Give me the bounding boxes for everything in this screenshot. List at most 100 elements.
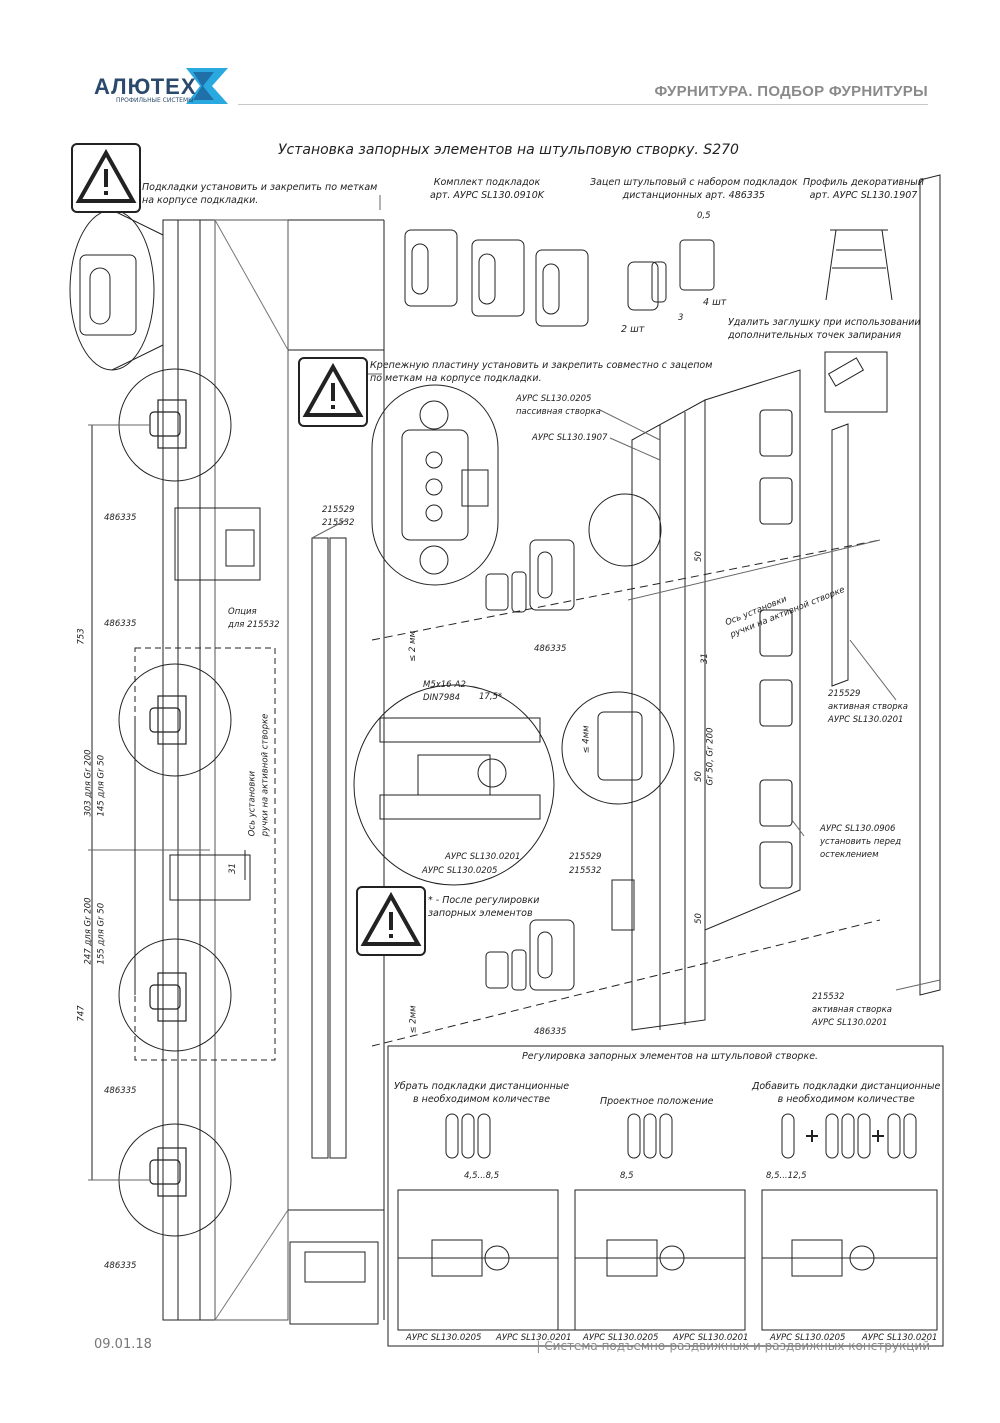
remove-shims-label: Убрать подкладки дистанционные в необход… <box>394 1080 569 1106</box>
hook-label: Зацеп штульповый с набором подкладок дис… <box>590 176 798 202</box>
dim-label: 0,5 <box>697 211 711 221</box>
part-label: АУPC SL130.0205 <box>770 1333 846 1343</box>
decor-profile-label: Профиль декоративный арт. АУPC SL130.190… <box>803 176 924 202</box>
dim-label: 8,5 <box>620 1171 634 1181</box>
warning-note-2: Крепежную пластину установить и закрепит… <box>370 359 712 385</box>
part-label: 486335 <box>104 1086 137 1096</box>
warning-icon <box>298 357 368 427</box>
dim-753: 753 <box>76 628 87 645</box>
dim-303: 303 для Gr 200 145 для Gr 50 <box>83 749 109 816</box>
qty-label: 2 шт <box>621 324 645 335</box>
part-label: АУPC SL130.0201 <box>673 1333 749 1343</box>
dim-label: 31 <box>699 653 710 664</box>
active-line: АУPC SL130.0201 <box>812 1018 888 1028</box>
strip-label: 215529 215532 <box>322 504 354 530</box>
active-line: 215529 <box>828 689 861 699</box>
remove-plug-note: Удалить заглушку при использовании допол… <box>728 316 921 342</box>
active-sash-label: 215529 активная створка АУPC SL130.0201 <box>828 688 908 727</box>
footer-system: | Система подъемно-раздвижных и раздвижн… <box>536 1339 930 1353</box>
passive-line: АУPC SL130.0205 <box>516 394 592 404</box>
axis-label: Ось установки ручки на активной створке <box>246 714 272 837</box>
note-line: на корпусе подкладки. <box>142 195 259 206</box>
part-label: АУPC SL130.0205 <box>406 1333 482 1343</box>
bolt-line: M5x16-A2 <box>423 680 466 690</box>
part-label: АУPC SL130.0201 <box>862 1333 938 1343</box>
warning-note-1: Подкладки установить и закрепить по метк… <box>142 181 377 207</box>
hook-label-line: Зацеп штульповый с набором подкладок <box>590 177 798 188</box>
dim-31: 31 <box>227 863 238 874</box>
dim-label: ≤ 2мм <box>408 1005 419 1034</box>
gr-label: Gr 50, Gr 200 <box>705 727 716 786</box>
page-title: Установка запорных элементов на штульпов… <box>278 142 739 158</box>
dim-label: 3 <box>678 313 684 323</box>
active-line: активная створка <box>828 702 908 712</box>
hook-label-line: дистанционных арт. 486335 <box>622 190 765 201</box>
dim-label: 17,5* <box>479 692 503 702</box>
dim-label: ≤ 4мм <box>581 725 592 754</box>
kit-label: Комплект подкладок арт. АУPC SL130.0910K <box>430 176 544 202</box>
strip-line: 215532 <box>322 518 355 528</box>
bolt-label: M5x16-A2 DIN7984 <box>423 679 466 705</box>
decor-profile-line: Профиль декоративный <box>803 177 924 188</box>
note-line: * - После регулировки <box>428 895 540 906</box>
footer-date: 09.01.18 <box>94 1337 152 1352</box>
part-label: АУPC SL130.0201 <box>445 852 521 862</box>
part-label: 486335 <box>104 619 137 629</box>
add-line: Добавить подкладки дистанционные <box>752 1081 941 1092</box>
note-line: Удалить заглушку при использовании <box>728 317 921 328</box>
adjust-title: Регулировка запорных элементов на штульп… <box>522 1051 819 1062</box>
part-label: АУPC SL130.0205 <box>583 1333 659 1343</box>
part-label: 215529 <box>569 852 602 862</box>
qty-label: 4 шт <box>703 297 727 308</box>
dim-label: 50 <box>693 913 704 924</box>
add-line: в необходимом количестве <box>777 1094 915 1105</box>
active-line: активная створка <box>812 1005 892 1015</box>
remove-line: Убрать подкладки дистанционные <box>394 1081 570 1092</box>
dim-line: 303 для Gr 200 <box>83 749 94 817</box>
glazing-label: АУPC SL130.0906 установить перед остекле… <box>820 823 901 862</box>
dim-line: 155 для Gr 50 <box>96 902 107 965</box>
logo-subtitle: ПРОФИЛЬНЫЕ СИСТЕМЫ <box>116 97 194 104</box>
part-label: АУPC SL130.0201 <box>496 1333 572 1343</box>
dim-747: 747 <box>76 1005 87 1022</box>
dim-label: 4,5...8,5 <box>464 1171 500 1181</box>
dim-label: 8,5...12,5 <box>766 1171 807 1181</box>
option-line: для 215532 <box>228 620 280 630</box>
option-line: Опция <box>228 607 257 617</box>
kit-label-line: Комплект подкладок <box>433 177 541 188</box>
part-label: 486335 <box>104 513 137 523</box>
note-line: по меткам на корпусе подкладки. <box>370 373 542 384</box>
passive-line: пассивная створка <box>516 407 601 417</box>
kit-label-line: арт. АУPC SL130.0910K <box>430 190 544 201</box>
profile-label: АУPC SL130.1907 <box>532 433 608 443</box>
dim-label: 50 <box>693 551 704 562</box>
option-label: Опция для 215532 <box>228 606 280 632</box>
note-line: Крепежную пластину установить и закрепит… <box>370 360 713 371</box>
strip-line: 215529 <box>322 505 355 515</box>
active-line: АУPC SL130.0201 <box>828 715 904 725</box>
remove-line: в необходимом количестве <box>412 1094 551 1105</box>
warning-icon <box>71 143 141 213</box>
note-line: Подкладки установить и закрепить по метк… <box>142 182 378 193</box>
design-position-label: Проектное положение <box>600 1096 714 1107</box>
active-line: 215532 <box>812 992 845 1002</box>
part-label: 486335 <box>104 1261 137 1271</box>
glazing-line: остеклением <box>820 850 879 860</box>
dim-label: ≤ 2 мм <box>407 631 418 662</box>
logo-text: АЛЮТЕХ <box>94 74 197 99</box>
passive-sash-label: АУPC SL130.0205 пассивная створка <box>516 393 601 419</box>
dim-247: 247 для Gr 200 155 для Gr 50 <box>83 897 109 964</box>
add-shims-label: Добавить подкладки дистанционные в необх… <box>752 1080 940 1106</box>
axis-line: Ось установки <box>247 770 258 837</box>
glazing-line: установить перед <box>820 837 902 847</box>
bolt-line: DIN7984 <box>423 693 461 703</box>
warning-icon <box>356 886 426 956</box>
active-sash-label: 215532 активная створка АУPC SL130.0201 <box>812 991 892 1030</box>
warning-note-3: * - После регулировки запорных элементов <box>428 894 539 920</box>
glazing-line: АУPC SL130.0906 <box>820 824 896 834</box>
part-label: 486335 <box>534 644 567 654</box>
section-title: ФУРНИТУРА. ПОДБОР ФУРНИТУРЫ <box>654 83 928 100</box>
part-label: 215532 <box>569 866 602 876</box>
note-line: запорных элементов <box>428 908 533 919</box>
